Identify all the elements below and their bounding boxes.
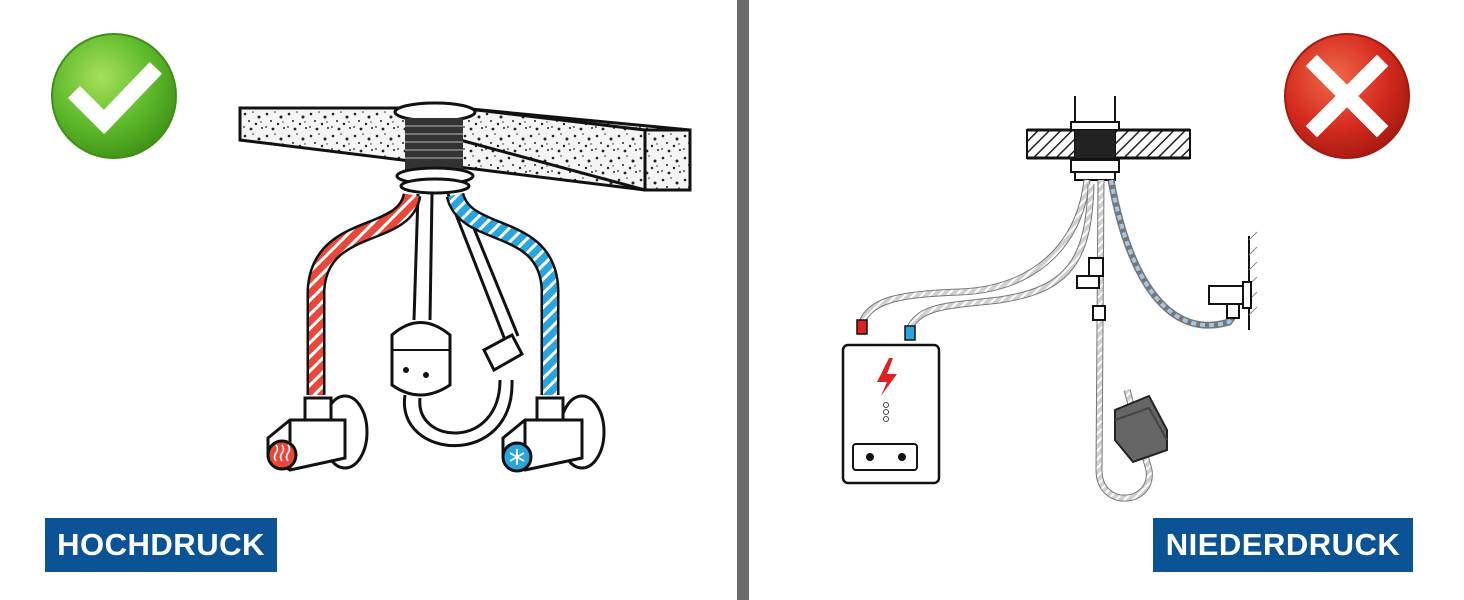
- hose-weight: [390, 321, 525, 397]
- high-pressure-illustration: [51, 33, 692, 473]
- hot-angle-valve: [266, 394, 369, 472]
- checkmark-icon: [51, 33, 177, 159]
- hose-fittings: [1076, 257, 1106, 321]
- high-pressure-label: HOCHDRUCK: [45, 518, 277, 572]
- high-pressure-panel: HOCHDRUCK: [45, 33, 692, 572]
- panel-divider: [737, 0, 749, 600]
- low-pressure-label: NIEDERDRUCK: [1153, 518, 1413, 572]
- water-heater: [841, 319, 941, 485]
- cross-icon: [1284, 33, 1410, 159]
- snowflake-icon: [509, 449, 525, 465]
- lightning-bolt-icon: [877, 358, 897, 396]
- heat-waves-icon: [273, 444, 291, 462]
- cold-angle-valve: [501, 394, 606, 473]
- low-pressure-panel: NIEDERDRUCK: [749, 0, 1464, 600]
- heater-hoses: [857, 179, 1237, 502]
- faucet-shank: [393, 101, 477, 195]
- hose-weight: [1114, 394, 1168, 464]
- wall-angle-valve: [1208, 231, 1258, 330]
- faucet-shank: [1070, 96, 1120, 181]
- low-pressure-illustration: [841, 33, 1410, 502]
